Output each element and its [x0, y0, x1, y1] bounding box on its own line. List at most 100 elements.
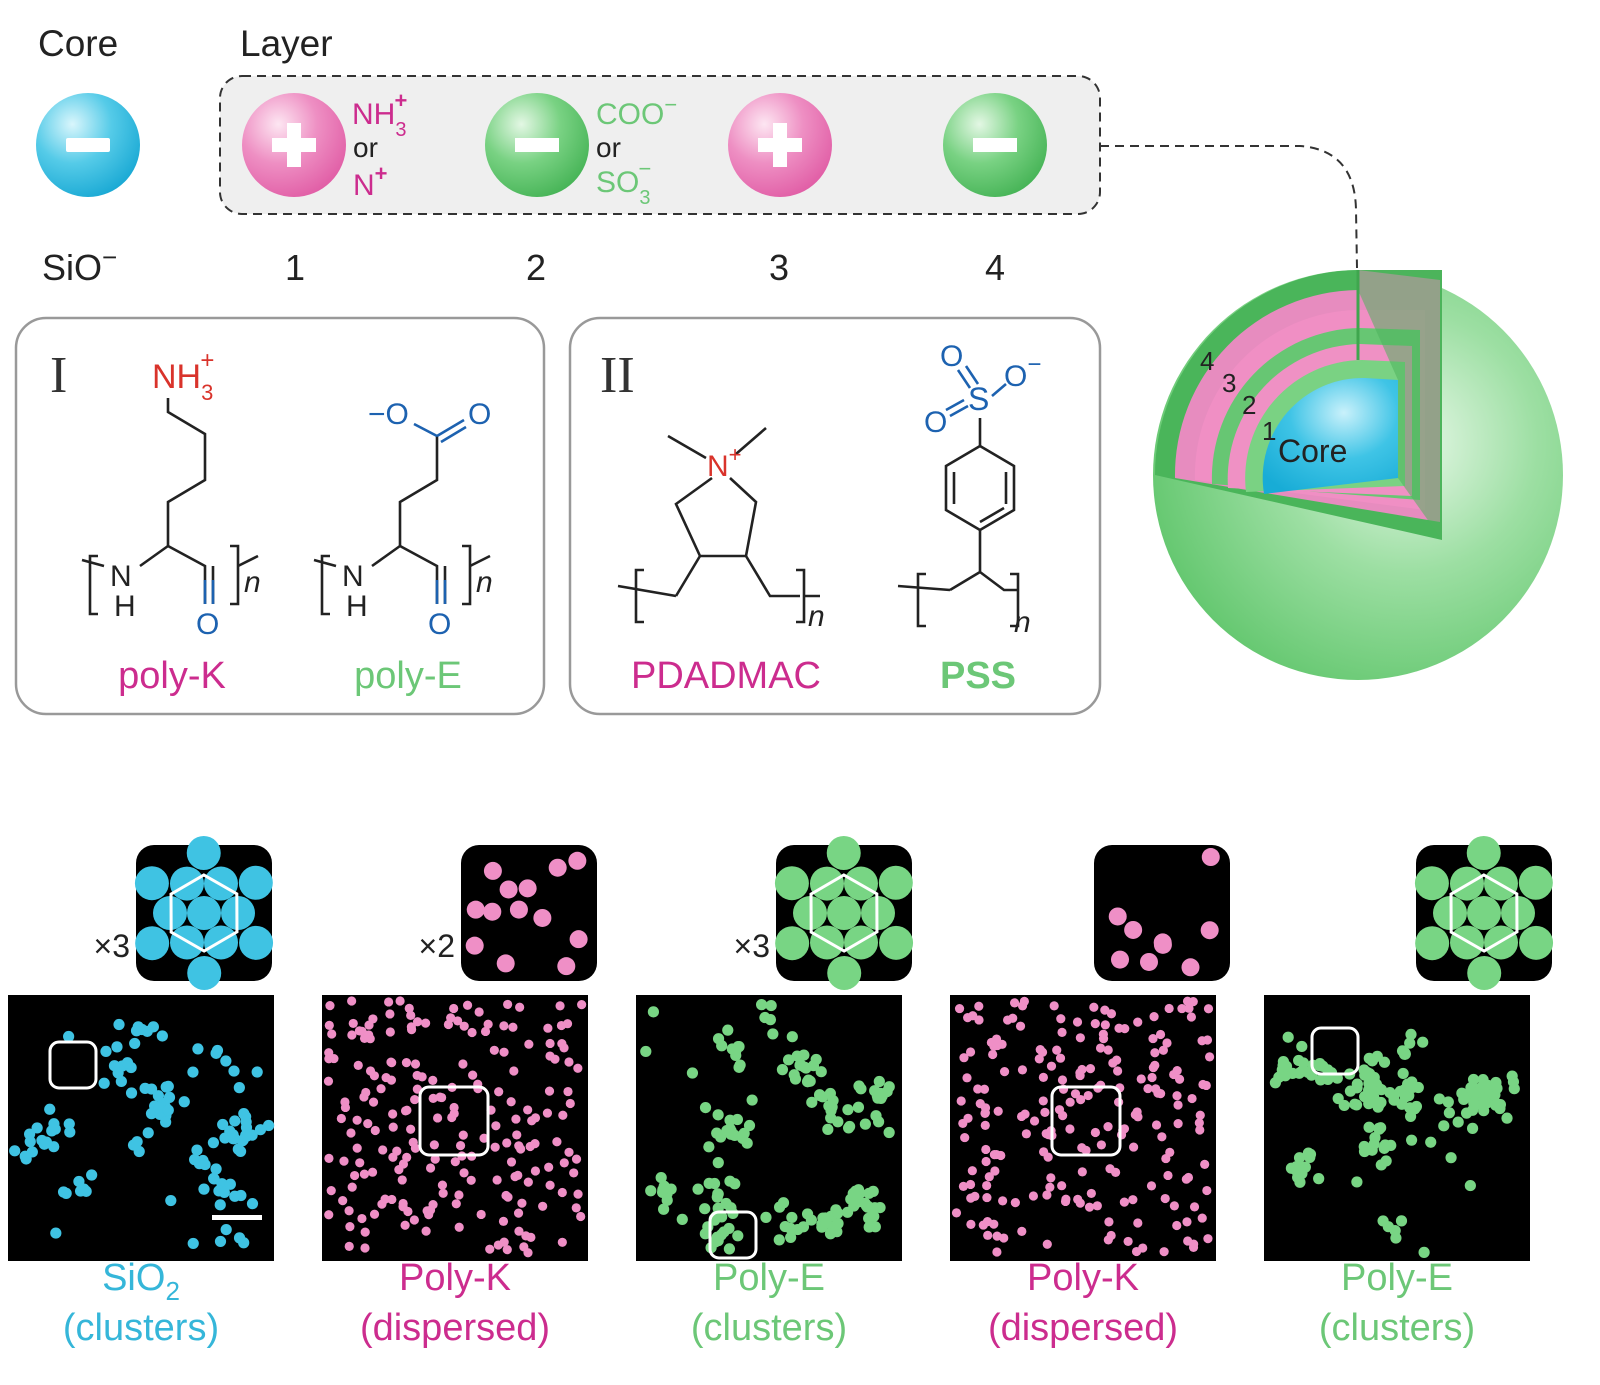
particle	[1158, 1045, 1168, 1055]
particle	[491, 1121, 501, 1131]
particle	[1286, 1067, 1299, 1079]
particle	[398, 1159, 409, 1169]
particle	[446, 1013, 456, 1023]
particle	[352, 1143, 362, 1153]
inset-particle	[509, 900, 528, 919]
particle	[825, 1104, 837, 1117]
particle	[347, 996, 357, 1006]
layer-heading: Layer	[240, 23, 333, 64]
particle	[703, 1177, 715, 1189]
layer-number-3: 3	[769, 247, 789, 288]
particle	[1128, 1195, 1138, 1205]
particle	[954, 1003, 965, 1014]
particle	[657, 1184, 669, 1196]
inset-particle	[1466, 836, 1501, 871]
particle	[1169, 1069, 1179, 1080]
particle	[412, 1070, 422, 1081]
particle	[420, 1018, 431, 1028]
particle	[499, 1047, 509, 1057]
particle	[1366, 1144, 1378, 1156]
particle	[978, 1220, 988, 1230]
pss-structure	[897, 418, 1020, 628]
particle	[364, 1020, 374, 1030]
layered-sphere	[1153, 270, 1563, 680]
particle	[1045, 1182, 1055, 1192]
particle	[1438, 1120, 1450, 1132]
particle	[1055, 1053, 1066, 1063]
particle	[538, 1201, 548, 1211]
particle	[220, 1224, 232, 1236]
particle	[100, 1045, 112, 1057]
particle	[640, 1045, 652, 1058]
particle	[139, 1082, 151, 1094]
particle	[237, 1134, 249, 1146]
particle	[1089, 1002, 1099, 1012]
particle	[384, 997, 394, 1007]
particle	[869, 1085, 881, 1097]
layer-1-group-bottom: N+	[353, 161, 388, 202]
particle	[1017, 1226, 1027, 1237]
inset-particle	[1467, 955, 1502, 990]
particle	[1057, 1075, 1068, 1085]
particle	[360, 1243, 370, 1253]
particle	[1202, 1035, 1213, 1045]
particle	[1405, 1134, 1418, 1146]
particle	[1133, 1218, 1143, 1228]
particle	[74, 1185, 87, 1197]
particle	[983, 1230, 993, 1240]
particle	[1151, 1120, 1162, 1130]
particle	[732, 1230, 744, 1242]
particle	[859, 1197, 871, 1209]
particle	[1186, 1012, 1196, 1022]
particle	[1373, 1098, 1385, 1110]
particle	[1203, 1234, 1213, 1244]
particle	[1508, 1083, 1520, 1095]
inset-particle	[483, 902, 502, 921]
particle	[503, 1192, 513, 1202]
particle	[1065, 1097, 1075, 1107]
particle	[360, 1227, 370, 1237]
magnification-label: ×3	[94, 928, 130, 964]
scale-bar	[212, 1215, 262, 1220]
pss-o-minus: O−	[1004, 351, 1041, 393]
layer-number-1: 1	[285, 247, 305, 288]
particle	[1075, 1068, 1085, 1078]
particle	[765, 999, 777, 1012]
particle	[1119, 1197, 1129, 1207]
particle	[1086, 1188, 1096, 1199]
particle	[512, 1130, 522, 1140]
particle	[340, 1102, 351, 1113]
particle	[198, 1183, 210, 1195]
particle	[1116, 1130, 1127, 1140]
particle	[1039, 1147, 1049, 1157]
particle	[1277, 1056, 1289, 1068]
poly-e-repeat: n	[476, 566, 493, 599]
particle	[1161, 1153, 1171, 1164]
particle	[458, 1130, 468, 1140]
particle	[559, 1043, 569, 1053]
particle	[1103, 1045, 1113, 1055]
particle	[980, 1120, 990, 1130]
particle	[791, 1050, 803, 1062]
particle	[429, 1140, 439, 1150]
particle	[801, 1208, 814, 1220]
particle	[988, 1049, 998, 1060]
inset-particle	[557, 957, 576, 976]
zoom-selection-box	[1310, 1026, 1360, 1076]
particle	[807, 1060, 820, 1072]
inset-particle	[1467, 896, 1501, 930]
particle	[984, 1172, 994, 1182]
particle	[412, 1017, 423, 1027]
particle	[832, 1116, 844, 1128]
particle	[435, 1092, 445, 1102]
inset-particle	[518, 879, 537, 898]
particle	[965, 1179, 976, 1190]
particle	[1157, 1132, 1167, 1142]
particle	[1028, 1191, 1039, 1201]
particle	[699, 1203, 711, 1215]
particle	[951, 1208, 962, 1218]
particle	[1433, 1093, 1446, 1105]
particle	[665, 1183, 677, 1195]
particle	[113, 1018, 125, 1031]
